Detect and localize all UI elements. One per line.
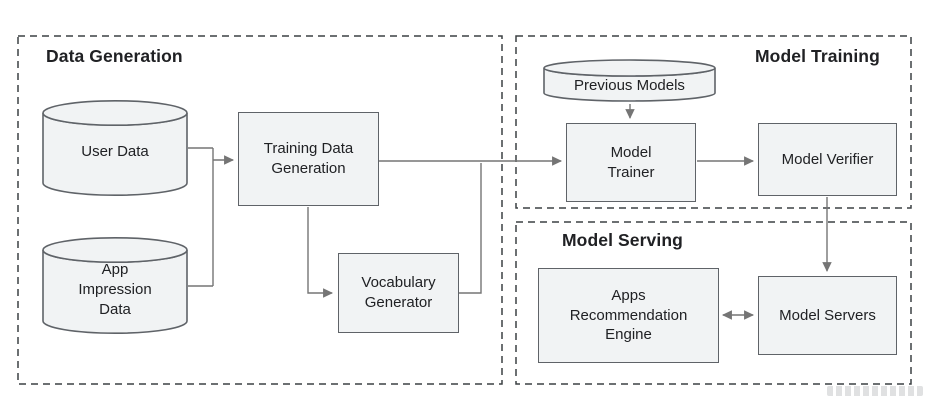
group-box-model-training <box>515 35 912 209</box>
node-label-apps-recommendation-engine: Apps Recommendation Engine <box>569 286 688 344</box>
watermark <box>827 386 923 396</box>
node-label-model-trainer: Model Trainer <box>607 143 655 181</box>
node-label-vocabulary-generator: Vocabulary Generator <box>361 274 436 311</box>
node-model-servers: Model Servers <box>758 276 897 355</box>
cylinder-shape <box>543 59 716 102</box>
group-title-data-generation: Data Generation <box>46 46 183 66</box>
node-app-impression-data: App Impression Data <box>42 237 188 335</box>
node-training-data-generation: Training Data Generation <box>238 112 379 206</box>
node-model-trainer: Model Trainer <box>566 123 696 202</box>
cylinder-shape <box>42 100 188 196</box>
node-label-training-data-generation: Training Data Generation <box>263 140 354 177</box>
node-label-model-verifier: Model Verifier <box>781 150 874 168</box>
group-box-data-generation <box>17 35 503 385</box>
node-previous-models: Previous Models <box>543 59 716 103</box>
node-label-app-impression-data: App Impression Data <box>78 261 152 318</box>
node-label-previous-models: Previous Models <box>574 76 685 94</box>
group-title-model-serving: Model Serving <box>562 230 683 250</box>
cylinder-shape <box>42 237 188 334</box>
group-box-model-serving <box>515 221 912 385</box>
node-apps-recommendation-engine: Apps Recommendation Engine <box>538 268 719 363</box>
node-user-data: User Data <box>42 100 188 196</box>
node-vocabulary-generator: Vocabulary Generator <box>338 253 459 333</box>
group-title-model-training: Model Training <box>755 46 880 66</box>
node-label-user-data: User Data <box>81 143 149 161</box>
node-model-verifier: Model Verifier <box>758 123 897 196</box>
node-label-model-servers: Model Servers <box>779 306 876 324</box>
